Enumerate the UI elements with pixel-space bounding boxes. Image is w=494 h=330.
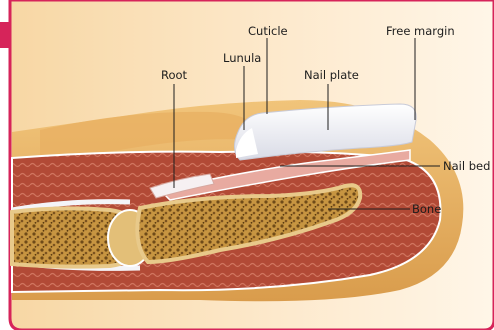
label-cuticle: Cuticle [248,24,288,38]
label-nail-plate: Nail plate [304,68,359,82]
label-free-margin: Free margin [386,24,455,38]
label-nail-bed: Nail bed [443,159,490,173]
label-bone: Bone [412,202,441,216]
label-root: Root [161,68,188,82]
label-lunula: Lunula [223,51,261,65]
